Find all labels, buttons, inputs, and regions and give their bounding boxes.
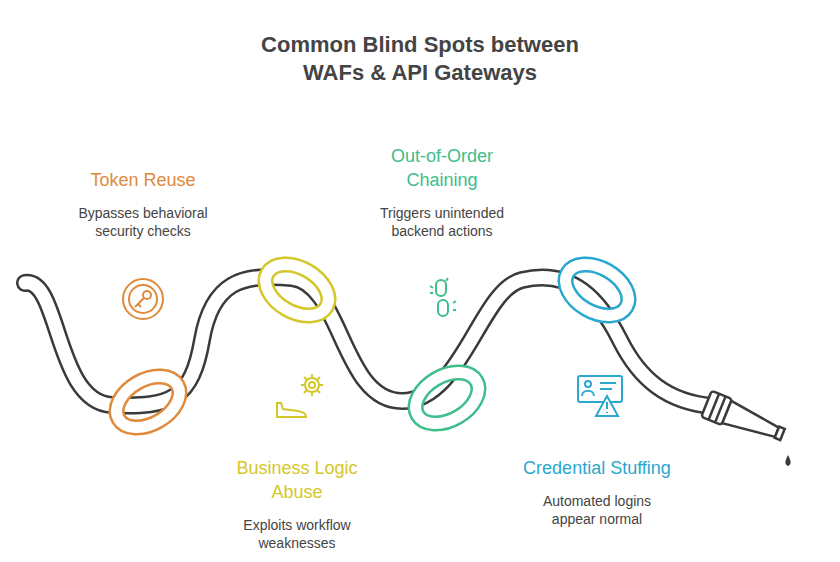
item-description: Exploits workflow weaknesses [222, 516, 372, 552]
item-description: Automated logins appear normal [522, 492, 672, 528]
broken-chain-icon [430, 278, 456, 316]
item-heading: Credential Stuffing [522, 456, 672, 480]
item-heading: Token Reuse [68, 168, 218, 192]
hose-knots [108, 254, 638, 438]
blind-spot-item: Out-of-Order ChainingTriggers unintended… [367, 144, 517, 240]
key-icon [123, 279, 163, 319]
blind-spot-item: Business Logic AbuseExploits workflow we… [222, 456, 372, 552]
item-description: Bypasses behavioral security checks [68, 204, 218, 240]
item-description: Triggers unintended backend actions [367, 204, 517, 240]
shoe-icon [277, 403, 306, 417]
blind-spot-item: Token ReuseBypasses behavioral security … [68, 168, 218, 240]
id-warning-icon [578, 376, 622, 416]
gear-icon [301, 374, 323, 396]
item-heading: Out-of-Order Chaining [367, 144, 517, 192]
nozzle [701, 391, 788, 448]
item-heading: Business Logic Abuse [222, 456, 372, 504]
blind-spot-item: Credential StuffingAutomated logins appe… [522, 456, 672, 528]
water-drop [785, 455, 790, 466]
diagram-title: Common Blind Spots between WAFs & API Ga… [250, 31, 590, 87]
